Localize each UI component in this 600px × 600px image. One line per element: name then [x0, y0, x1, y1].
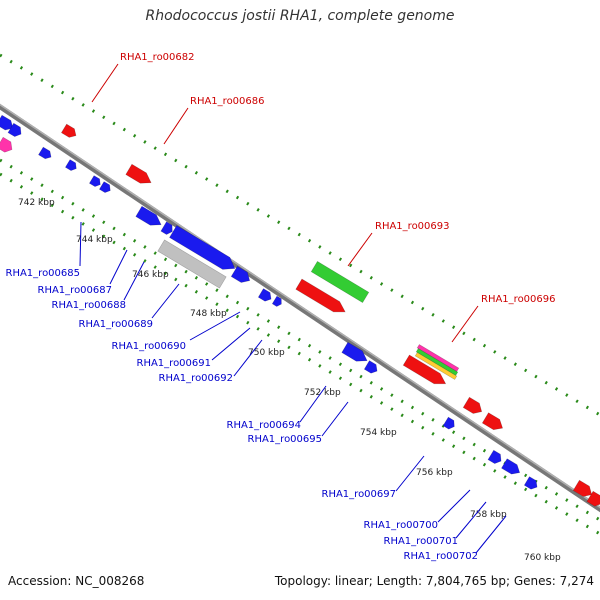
scale-tick-label: 752 kbp — [304, 388, 341, 398]
map-title: Rhodococcus jostii RHA1, complete genome — [145, 8, 455, 24]
reverse-gene-label[interactable]: RHA1_ro00702 — [404, 551, 479, 562]
forward-leader-line — [163, 107, 189, 145]
scale-tick-label: 754 kbp — [360, 428, 397, 438]
reverse-leader-line — [437, 489, 471, 523]
reverse-leader-line — [299, 385, 327, 423]
gene-ro00688[interactable] — [135, 205, 162, 226]
forward-gene-label[interactable]: RHA1_ro00686 — [190, 96, 265, 107]
gene-ro00699[interactable] — [481, 412, 503, 431]
gene-ro00692b[interactable] — [271, 295, 282, 307]
upper-scale-line — [0, 53, 600, 417]
reverse-leader-line — [189, 311, 241, 341]
gene-ro00697[interactable] — [442, 416, 455, 430]
scale-tick-label: 742 kbp — [18, 198, 55, 208]
gene-ro00693b[interactable] — [295, 278, 346, 313]
gene-ro00685b[interactable] — [64, 159, 77, 171]
gene-ro00684[interactable] — [7, 122, 22, 137]
scale-tick-label: 756 kbp — [416, 468, 453, 478]
genome-backbone — [0, 103, 600, 513]
forward-leader-line — [91, 63, 119, 103]
gene-ro00689[interactable] — [169, 225, 236, 270]
reverse-gene-label[interactable]: RHA1_ro00691 — [137, 358, 212, 369]
forward-gene-label[interactable]: RHA1_ro00682 — [120, 52, 195, 63]
reverse-leader-line — [211, 327, 251, 361]
scale-tick-label: 750 kbp — [248, 348, 285, 358]
genome-backbone-highlight — [0, 103, 600, 509]
gene-ro00700[interactable] — [487, 449, 502, 464]
reverse-gene-label[interactable]: RHA1_ro00689 — [79, 319, 154, 330]
gene-ro00682[interactable] — [60, 123, 77, 138]
lower-scale-line — [0, 158, 600, 522]
forward-gene-label[interactable]: RHA1_ro00693 — [375, 221, 450, 232]
gene-ro00702[interactable] — [523, 476, 538, 490]
gene-ro00687[interactable] — [88, 175, 101, 187]
reverse-gene-label[interactable]: RHA1_ro00687 — [38, 285, 113, 296]
reverse-gene-label[interactable]: RHA1_ro00694 — [227, 420, 302, 431]
reverse-leader-line — [455, 501, 487, 539]
reverse-leader-line — [395, 455, 425, 492]
gene-ro00684b[interactable] — [0, 136, 13, 153]
gene-ro00703[interactable] — [572, 479, 593, 497]
gene-ro00691[interactable] — [230, 265, 251, 283]
reverse-leader-line — [321, 401, 349, 437]
gene-ro00687b[interactable] — [98, 181, 111, 193]
scale-tick-label: 744 kbp — [76, 235, 113, 245]
gene-ro00693[interactable] — [310, 260, 370, 304]
reverse-leader-line — [79, 221, 82, 267]
reverse-gene-label[interactable]: RHA1_ro00685 — [6, 268, 81, 279]
scale-tick-label: 760 kbp — [524, 553, 561, 563]
gene-ro00686[interactable] — [125, 163, 152, 184]
gene-ro00696[interactable] — [402, 354, 447, 385]
reverse-gene-label[interactable]: RHA1_ro00688 — [52, 300, 127, 311]
lower-scale-line-2 — [0, 172, 600, 536]
scale-tick-label: 746 kbp — [132, 270, 169, 280]
gene-ro00690[interactable] — [157, 239, 227, 289]
gene-ro00696c[interactable] — [414, 352, 458, 380]
accession-text: Accession: NC_008268 — [8, 574, 145, 588]
forward-gene-label[interactable]: RHA1_ro00696 — [481, 294, 556, 305]
topology-text: Topology: linear; Length: 7,804,765 bp; … — [274, 574, 594, 588]
reverse-gene-label[interactable]: RHA1_ro00700 — [364, 520, 439, 531]
reverse-gene-label[interactable]: RHA1_ro00697 — [322, 489, 397, 500]
gene-ro00683[interactable] — [0, 114, 14, 131]
gene-ro00701[interactable] — [501, 458, 521, 475]
reverse-gene-label[interactable]: RHA1_ro00695 — [248, 434, 323, 445]
reverse-gene-label[interactable]: RHA1_ro00701 — [384, 536, 459, 547]
gene-ro00685[interactable] — [38, 146, 52, 160]
forward-leader-line — [451, 305, 479, 343]
gene-ro00695[interactable] — [363, 360, 378, 374]
reverse-leader-line — [233, 339, 263, 377]
gene-ro00688b[interactable] — [160, 221, 173, 235]
forward-leader-line — [347, 232, 373, 267]
scale-tick-label: 748 kbp — [190, 309, 227, 319]
reverse-leader-line — [151, 283, 180, 319]
reverse-leader-line — [475, 515, 507, 554]
gene-ro00698[interactable] — [462, 396, 483, 414]
reverse-leader-line — [123, 261, 145, 301]
reverse-gene-label[interactable]: RHA1_ro00690 — [112, 341, 187, 352]
reverse-leader-line — [109, 249, 128, 285]
gene-ro00694[interactable] — [341, 341, 368, 362]
reverse-gene-label[interactable]: RHA1_ro00692 — [159, 373, 234, 384]
scale-tick-label: 758 kbp — [470, 510, 507, 520]
gene-ro00692[interactable] — [257, 288, 272, 302]
